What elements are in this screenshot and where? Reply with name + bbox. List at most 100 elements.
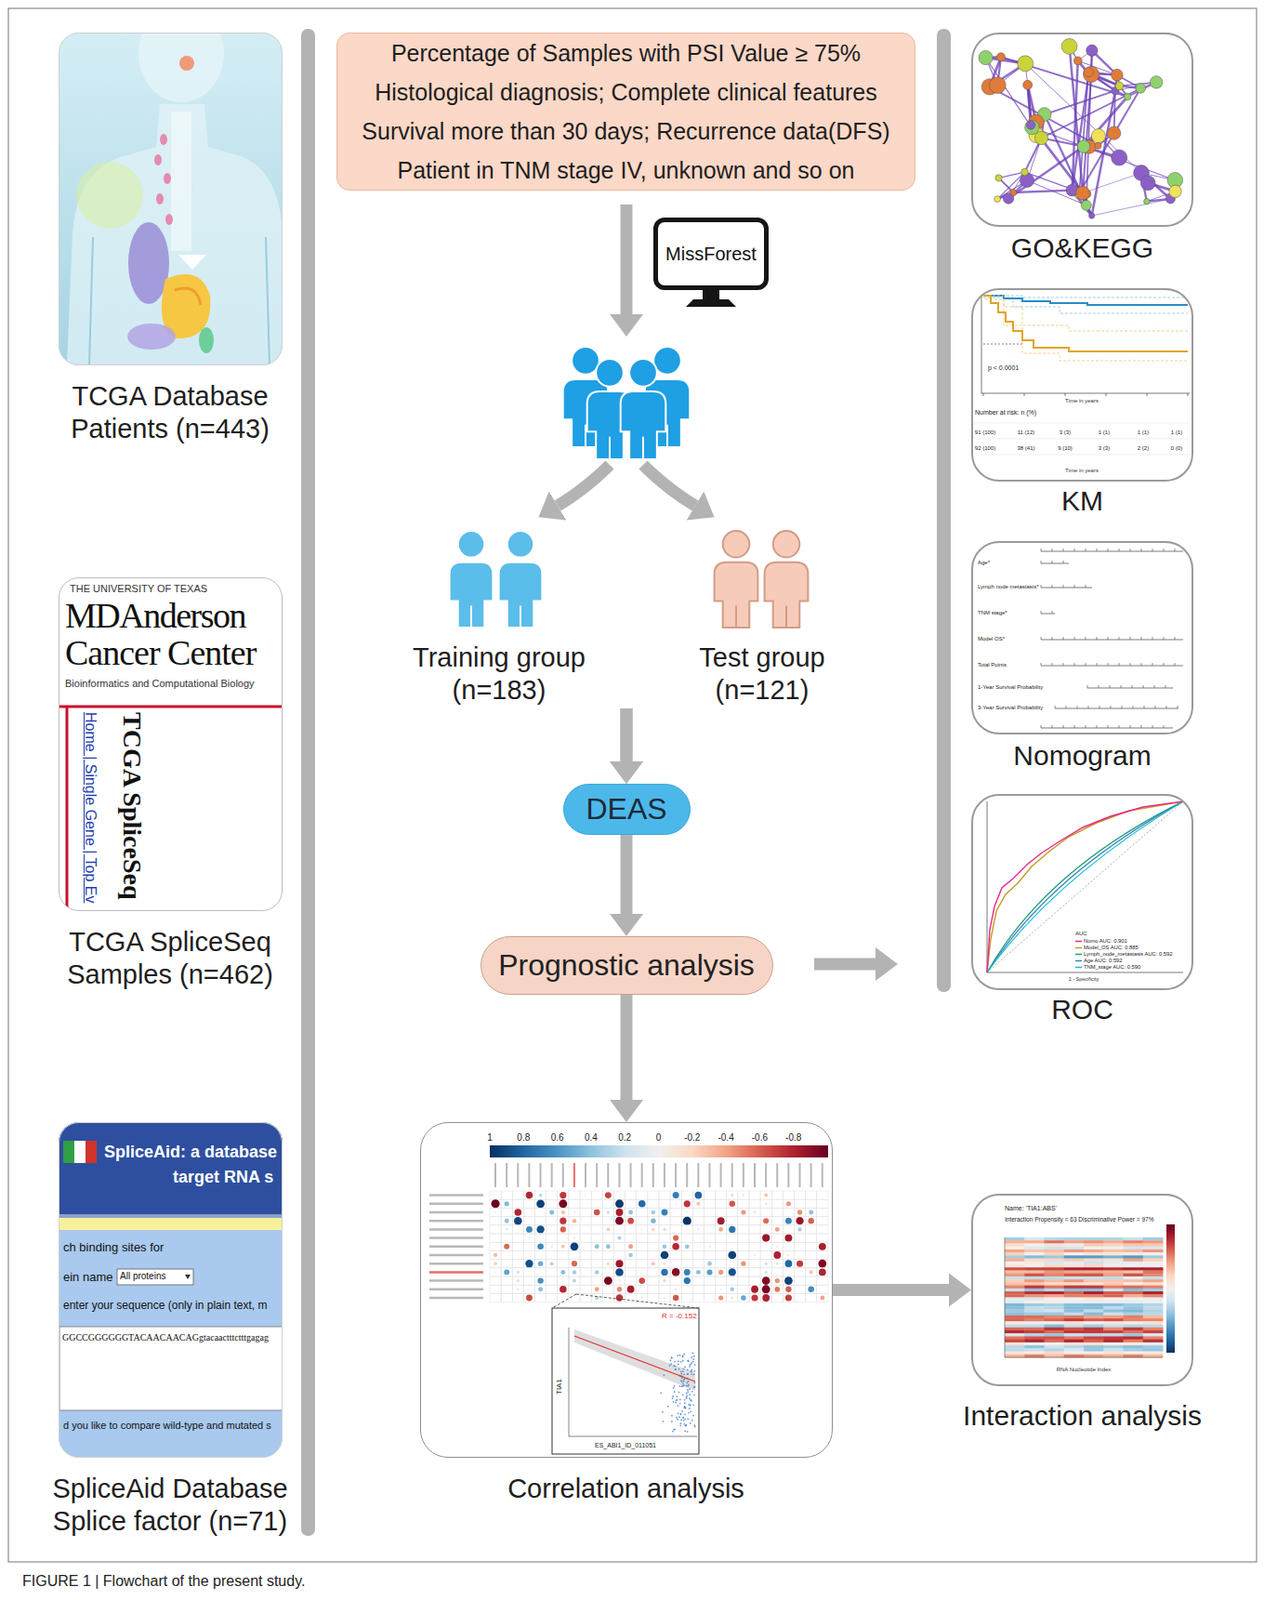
figure-label: MDAnderson [65, 597, 246, 633]
label-slot: Time in years [1065, 467, 1099, 474]
artwork-shape [1044, 1278, 1066, 1283]
artwork-shape [1024, 1281, 1045, 1286]
artwork-shape [1044, 1264, 1066, 1268]
artwork-shape [1141, 636, 1143, 640]
artwork-shape [613, 1198, 625, 1208]
artwork-shape [535, 1207, 547, 1216]
artwork-shape [557, 1276, 569, 1285]
artwork-shape [714, 530, 759, 628]
criteria-box: Percentage of Samples with PSI Value ≥ 7… [336, 32, 916, 191]
artwork-shape [760, 1250, 772, 1259]
artwork-shape [1103, 1254, 1124, 1259]
artwork-shape [728, 1225, 736, 1233]
flow-arrow [620, 204, 633, 315]
artwork-shape [697, 1227, 699, 1230]
artwork-shape [1119, 636, 1120, 640]
legend-text: TNM_stage AUC: 0.590 [1083, 963, 1141, 971]
artwork-shape [737, 1190, 750, 1199]
label-slot: Nomo AUC: 0.901 [1083, 937, 1128, 945]
artwork-shape [737, 1292, 750, 1302]
artwork-shape [1024, 1332, 1045, 1337]
artwork-shape [579, 1216, 592, 1225]
artwork-shape [615, 1216, 624, 1225]
caption-slot: FIGURE 1 | Flowchart of the present stud… [22, 1572, 305, 1590]
card-heading: TCGA Database Patients (n=443) [44, 380, 296, 448]
artwork-shape [681, 1241, 693, 1251]
artwork-shape [669, 1364, 672, 1367]
artwork-shape [688, 1396, 691, 1399]
artwork-shape [667, 1405, 670, 1408]
artwork-shape [568, 1233, 580, 1242]
label-slot: 0.6 [551, 1132, 565, 1144]
artwork-shape [602, 1190, 614, 1199]
artwork-shape [670, 1292, 682, 1302]
artwork-shape [1044, 1344, 1066, 1349]
artwork-shape [1064, 1320, 1085, 1325]
artwork-shape [503, 1268, 510, 1275]
artwork-shape [512, 1292, 524, 1302]
artwork-shape [557, 1284, 569, 1293]
artwork-shape [818, 1268, 827, 1277]
artwork-shape [703, 1224, 715, 1234]
artwork-shape [602, 1207, 614, 1216]
artwork-shape [794, 1233, 806, 1242]
artwork-shape [764, 562, 809, 628]
artwork-shape [1120, 684, 1122, 688]
artwork-shape [764, 530, 809, 628]
artwork-shape [797, 1209, 803, 1214]
artwork-shape [1004, 1258, 1026, 1263]
artwork-shape [1169, 184, 1182, 198]
artwork-shape [684, 1398, 686, 1401]
artwork-shape [523, 1259, 535, 1268]
artwork-shape [816, 1224, 829, 1234]
artwork-shape [503, 1243, 510, 1250]
artwork-shape [785, 605, 788, 628]
artwork-shape [1044, 1276, 1066, 1280]
artwork-shape [602, 1241, 614, 1251]
artwork-shape [1083, 1312, 1105, 1317]
artwork-shape [552, 1307, 699, 1454]
artwork-shape [691, 1419, 694, 1422]
artwork-shape [606, 1162, 609, 1187]
artwork-shape [1143, 1351, 1164, 1356]
artwork-shape [165, 213, 173, 225]
artwork-shape [782, 1267, 794, 1277]
artwork-shape [794, 1284, 806, 1293]
artwork-shape [1083, 65, 1100, 82]
group-name: Training group (n=183) [399, 641, 600, 707]
artwork-shape [1103, 1342, 1124, 1346]
artwork-shape [687, 1383, 690, 1386]
artwork-shape [1040, 724, 1042, 728]
artwork-shape [1040, 665, 1184, 667]
label-slot: ES_ABI1_ID_011051 [594, 1441, 657, 1449]
artwork-shape [1023, 79, 1033, 90]
artwork-shape [1064, 1266, 1085, 1271]
artwork-shape [715, 1250, 727, 1259]
artwork-shape [512, 1190, 524, 1199]
artwork-shape [1123, 1308, 1145, 1313]
artwork-shape [672, 1235, 679, 1241]
artwork-shape [692, 1403, 695, 1406]
artwork-shape [591, 1216, 603, 1225]
artwork-shape [692, 1250, 704, 1259]
artwork-shape [1119, 724, 1120, 728]
image-card: Interaction analysis [971, 1193, 1194, 1386]
artwork-shape [737, 1259, 750, 1268]
artwork-shape [1143, 1305, 1164, 1310]
artwork-shape [1143, 1285, 1164, 1290]
artwork-shape [574, 1335, 696, 1382]
artwork-shape [608, 436, 611, 460]
artwork-shape [749, 1224, 761, 1234]
artwork-shape [1123, 1276, 1145, 1280]
artwork-shape [500, 1284, 513, 1293]
artwork-shape [1143, 1335, 1164, 1340]
artwork-shape [535, 1216, 547, 1225]
artwork-shape [647, 1259, 659, 1268]
artwork-shape [1111, 149, 1128, 166]
artwork-shape [762, 1276, 771, 1285]
artwork-shape [1064, 1254, 1085, 1259]
artwork-shape [694, 1381, 697, 1383]
website-screenshot [58, 1121, 283, 1458]
artwork-shape [500, 1276, 513, 1285]
artwork-shape [675, 1416, 678, 1419]
